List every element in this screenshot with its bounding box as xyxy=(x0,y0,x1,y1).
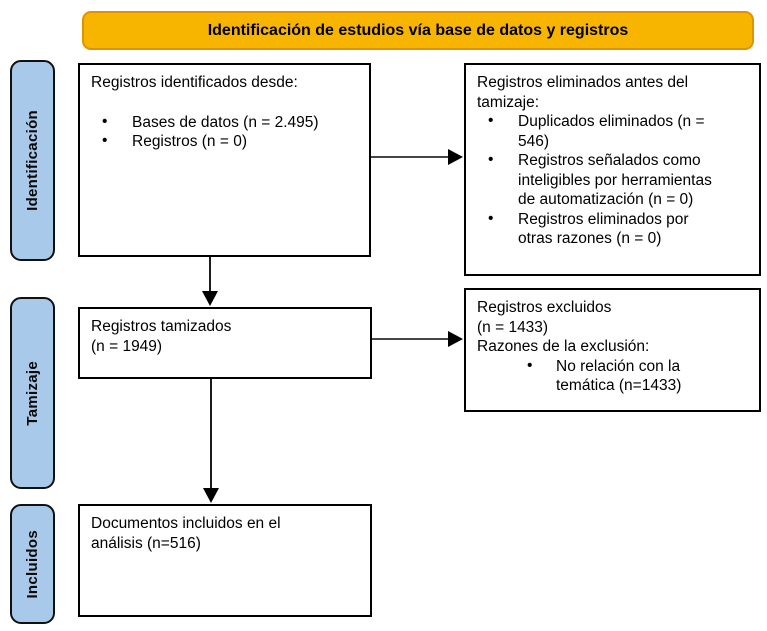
list-item: Registros (n = 0) xyxy=(91,131,358,152)
diagram-title-banner: Identificación de estudios vía base de d… xyxy=(82,11,754,50)
list-item: Duplicados eliminados (n = 546) xyxy=(477,111,748,151)
stage-label-identification: Identificación xyxy=(24,110,41,211)
arrow-line xyxy=(372,338,451,340)
box-records-screened-text: Registros tamizados (n = 1949) xyxy=(91,318,232,355)
box-records-removed: Registros eliminados antes del tamizaje:… xyxy=(464,63,761,276)
records-excluded-list: No relación con la temática (n=1433) xyxy=(477,356,748,396)
stage-label-screening: Tamizaje xyxy=(24,360,41,426)
sidebar-stage-identification: Identificación xyxy=(10,60,55,261)
list-item: Registros eliminados por otras razones (… xyxy=(477,209,748,249)
sidebar-stage-screening: Tamizaje xyxy=(10,297,55,489)
box-records-excluded: Registros excluidos (n = 1433) Razones d… xyxy=(464,288,761,412)
box-records-screened: Registros tamizados (n = 1949) xyxy=(78,307,372,379)
box-records-identified-title: Registros identificados desde: xyxy=(91,74,298,91)
records-identified-list: Bases de datos (n = 2.495) Registros (n … xyxy=(91,112,358,152)
arrow-down-icon xyxy=(202,291,218,306)
stage-label-included: Incluidos xyxy=(24,529,41,599)
arrow-right-icon xyxy=(448,331,463,347)
box-documents-included-text: Documentos incluidos en el análisis (n=5… xyxy=(91,515,281,552)
box-documents-included: Documentos incluidos en el análisis (n=5… xyxy=(78,504,372,617)
arrow-line xyxy=(210,379,212,490)
diagram-title: Identificación de estudios vía base de d… xyxy=(207,21,629,39)
box-records-identified: Registros identificados desde: Bases de … xyxy=(78,63,371,257)
list-item: No relación con la temática (n=1433) xyxy=(477,356,748,396)
sidebar-stage-included: Incluidos xyxy=(10,504,55,624)
arrow-line xyxy=(209,257,211,293)
box-records-removed-title: Registros eliminados antes del tamizaje: xyxy=(477,74,689,111)
list-item: Bases de datos (n = 2.495) xyxy=(91,112,358,133)
arrow-line xyxy=(371,156,451,158)
records-removed-list: Duplicados eliminados (n = 546) Registro… xyxy=(477,111,748,249)
arrow-down-icon xyxy=(203,488,219,503)
list-item: Registros señalados como inteligibles po… xyxy=(477,150,748,210)
box-records-excluded-text: Registros excluidos (n = 1433) Razones d… xyxy=(477,299,650,356)
arrow-right-icon xyxy=(448,149,463,165)
